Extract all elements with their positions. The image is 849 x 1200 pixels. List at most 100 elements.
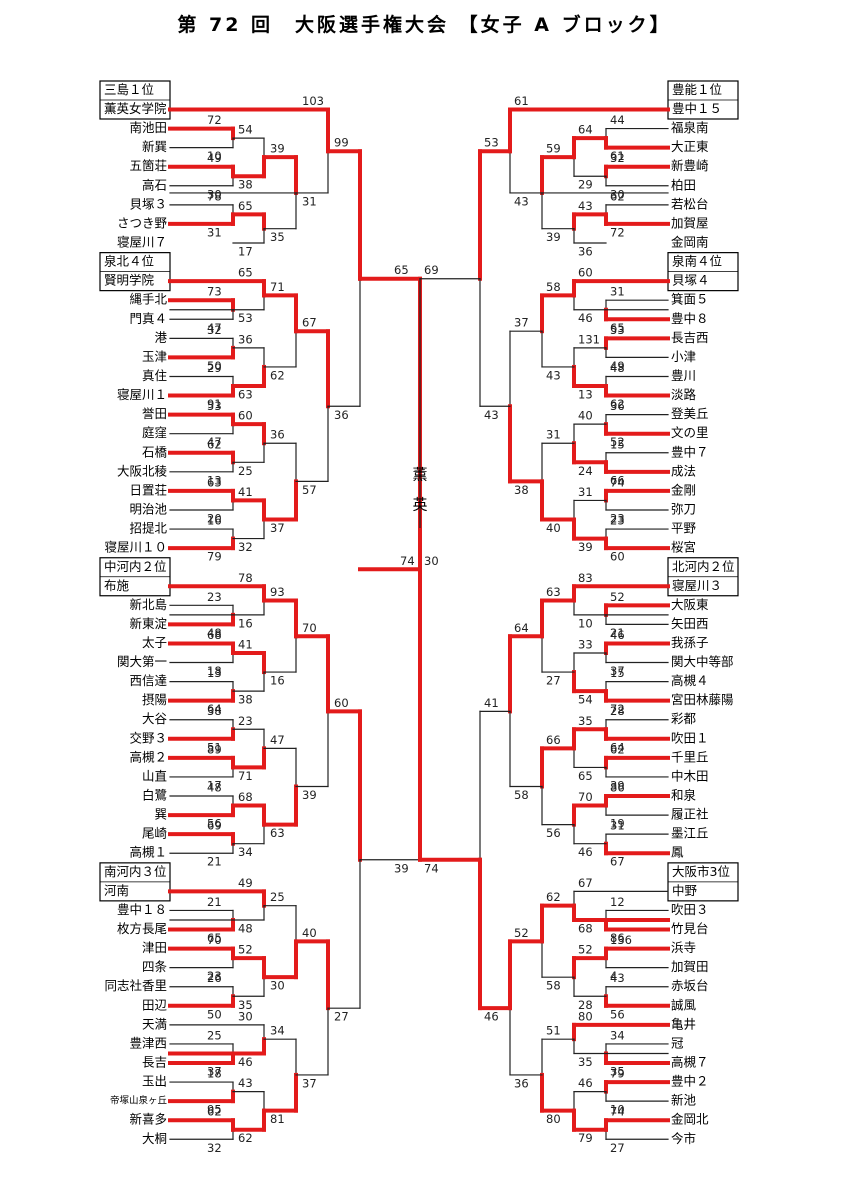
match-score: 67 — [610, 855, 625, 869]
match-score: 60 — [578, 266, 593, 280]
match-score: 20 — [207, 511, 222, 525]
match-score: 36 — [578, 244, 593, 258]
team-name: 真住 — [142, 368, 168, 383]
team-name: 淡路 — [671, 387, 697, 402]
team-name: 宮田林藤陽 — [671, 692, 734, 707]
team-name: 賢明学院 — [104, 273, 155, 288]
match-score: 13 — [578, 388, 593, 402]
match-score: 64 — [514, 621, 529, 635]
team-name: 玉津 — [142, 349, 167, 364]
team-name: 帝塚山泉ヶ丘 — [110, 1095, 168, 1107]
match-score: 70 — [578, 790, 593, 804]
match-score: 47 — [207, 435, 222, 449]
team-name: 登美丘 — [671, 406, 709, 421]
match-score: 58 — [546, 280, 561, 294]
match-score: 25 — [238, 464, 253, 478]
match-score: 64 — [578, 123, 593, 137]
match-score: 70 — [207, 933, 222, 947]
match-score: 83 — [578, 571, 593, 585]
match-score: 48 — [207, 781, 222, 795]
match-score: 60 — [610, 550, 625, 564]
match-score: 58 — [546, 979, 561, 993]
team-name: 墨江丘 — [671, 826, 709, 841]
match-score: 41 — [238, 637, 253, 651]
match-score: 49 — [610, 359, 625, 373]
team-name: 千里丘 — [671, 749, 709, 764]
match-score: 80 — [578, 1009, 593, 1023]
match-score: 65 — [238, 266, 253, 280]
match-score: 18 — [207, 664, 222, 678]
match-score: 54 — [578, 693, 593, 707]
match-score: 56 — [207, 817, 222, 831]
match-score: 46 — [238, 1055, 253, 1069]
match-score: 30 — [238, 1009, 253, 1023]
match-score: 59 — [546, 142, 561, 156]
match-score: 21 — [610, 626, 625, 640]
team-name: 小津 — [671, 349, 696, 364]
match-score: 43 — [546, 368, 561, 382]
match-score: 61 — [610, 149, 625, 163]
match-score: 70 — [302, 621, 317, 635]
match-score: 32 — [207, 323, 222, 337]
champion-char: 英 — [412, 496, 427, 514]
team-name: 今市 — [671, 1131, 696, 1146]
team-name: 交野３ — [129, 730, 167, 745]
final-score: 30 — [424, 554, 439, 568]
match-score: 72 — [610, 702, 625, 716]
match-score: 53 — [610, 323, 625, 337]
match-score: 53 — [484, 136, 499, 150]
team-name: 津田 — [142, 940, 167, 955]
team-name: 加賀田 — [671, 959, 709, 974]
match-score: 72 — [207, 113, 222, 127]
match-score: 15 — [610, 666, 625, 680]
match-score: 39 — [610, 778, 625, 792]
match-score: 79 — [610, 1067, 625, 1081]
match-score: 48 — [207, 626, 222, 640]
team-name: 和泉 — [671, 788, 697, 803]
match-score: 62 — [610, 397, 625, 411]
team-name: 金岡南 — [671, 234, 709, 249]
team-name: 枚方長尾 — [117, 921, 167, 936]
match-score: 79 — [207, 550, 222, 564]
match-score: 64 — [610, 740, 625, 754]
match-score: 62 — [546, 890, 561, 904]
match-score: 29 — [207, 361, 222, 375]
match-score: 62 — [610, 742, 625, 756]
match-score: 74 — [610, 475, 625, 489]
match-score: 30 — [270, 979, 285, 993]
team-name: 寝屋川３ — [672, 578, 722, 593]
team-name: 寝屋川７ — [117, 234, 167, 249]
team-name: 南池田 — [129, 120, 167, 135]
team-name: 門真４ — [129, 311, 167, 326]
match-score: 35 — [238, 998, 253, 1012]
match-score: 56 — [610, 1007, 625, 1021]
match-score: 68 — [207, 628, 222, 642]
match-score: 91 — [207, 397, 222, 411]
match-score: 53 — [238, 311, 253, 325]
match-score: 39 — [394, 861, 409, 875]
team-name: 大阪北稜 — [117, 463, 168, 478]
match-score: 37 — [514, 316, 529, 330]
match-score: 69 — [424, 263, 439, 277]
team-name: 玉出 — [142, 1074, 167, 1089]
match-score: 32 — [238, 540, 253, 554]
team-name: 冠 — [671, 1035, 684, 1050]
match-score: 38 — [238, 693, 253, 707]
match-score: 65 — [238, 199, 253, 213]
team-name: 新巽 — [142, 139, 167, 154]
match-score: 56 — [546, 826, 561, 840]
team-name: 尾崎 — [142, 826, 168, 841]
match-score: 31 — [207, 225, 222, 239]
match-score: 60 — [238, 409, 253, 423]
match-score: 4 — [610, 969, 617, 983]
match-score: 36 — [270, 428, 285, 442]
match-score: 65 — [610, 321, 625, 335]
match-score: 39 — [270, 142, 285, 156]
team-name: 赤坂台 — [671, 978, 709, 993]
match-score: 29 — [578, 178, 593, 192]
team-name: 新東淀 — [129, 616, 167, 631]
team-name: 高槻７ — [671, 1055, 709, 1070]
team-name: 大正東 — [671, 139, 709, 154]
match-score: 34 — [610, 1028, 625, 1042]
match-score: 57 — [302, 483, 317, 497]
